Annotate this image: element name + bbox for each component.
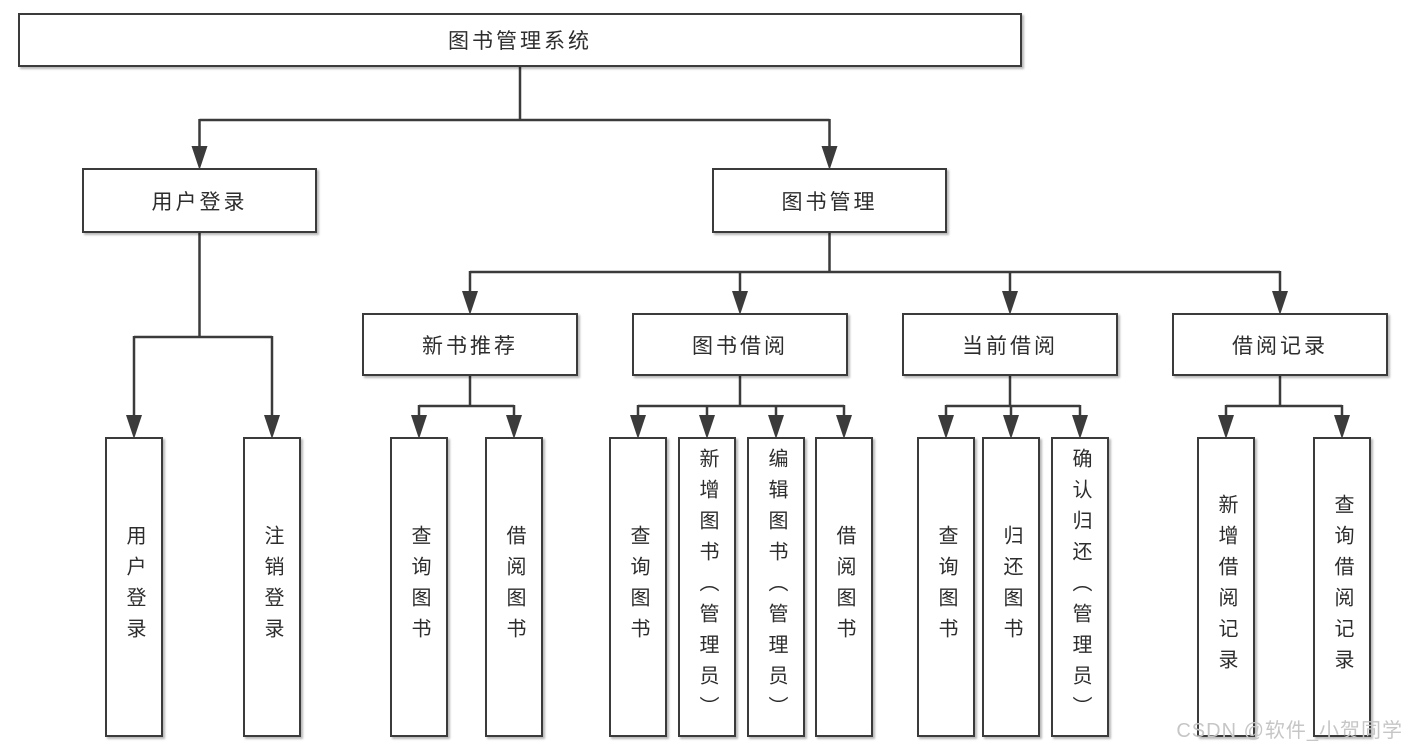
leaf-label: 借阅图书 <box>833 525 855 649</box>
node-label: 用户登录 <box>151 190 248 214</box>
arrow-icon <box>821 146 838 170</box>
node-new-book-recommend: 新书推荐 <box>362 313 578 376</box>
arrow-icon <box>462 291 478 315</box>
edge-book-borrow-to-leaves <box>636 376 846 416</box>
arrow-icon <box>126 415 142 439</box>
arrow-icon <box>699 415 715 439</box>
edge-book-mgmt-to-level3 <box>468 233 1282 293</box>
arrow-icon <box>1002 291 1018 315</box>
node-label: 图书管理系统 <box>448 30 592 53</box>
arrow-icon <box>836 415 852 439</box>
leaf-borrow-books: 借阅图书 <box>815 437 873 737</box>
node-book-borrow: 图书借阅 <box>632 313 848 376</box>
node-user-login: 用户登录 <box>82 168 317 233</box>
arrow-icon <box>1218 415 1234 439</box>
arrowheads <box>126 146 1350 439</box>
node-borrow-records: 借阅记录 <box>1172 313 1388 376</box>
leaf-label: 用户登录 <box>123 525 145 649</box>
leaf-add-borrow-record: 新增借阅记录 <box>1197 437 1255 737</box>
edge-user-login-to-leaves <box>132 233 274 416</box>
arrow-icon <box>630 415 646 439</box>
leaf-label: 借阅图书 <box>503 525 525 649</box>
node-label: 借阅记录 <box>1232 334 1328 358</box>
edge-current-borrow-to-leaves <box>944 376 1082 416</box>
arrow-icon <box>191 146 208 170</box>
leaf-logout: 注销登录 <box>243 437 301 737</box>
node-label: 当前借阅 <box>962 334 1058 358</box>
leaf-label: 注销登录 <box>261 525 283 649</box>
leaf-user-login: 用户登录 <box>105 437 163 737</box>
leaf-confirm-return-admin: 确认归还（管理员） <box>1051 437 1109 737</box>
leaf-edit-book-admin: 编辑图书（管理员） <box>747 437 805 737</box>
leaf-query-borrow-record: 查询借阅记录 <box>1313 437 1371 737</box>
arrow-icon <box>506 415 522 439</box>
leaf-label: 编辑图书（管理员） <box>765 447 787 727</box>
edge-borrow-records-to-leaves <box>1224 376 1344 416</box>
edge-new-book-rec-to-leaves <box>417 376 516 416</box>
arrow-icon <box>768 415 784 439</box>
leaf-label: 查询借阅记录 <box>1331 494 1353 680</box>
leaf-query-books-current: 查询图书 <box>917 437 975 737</box>
arrow-icon <box>411 415 427 439</box>
node-current-borrow: 当前借阅 <box>902 313 1118 376</box>
node-book-management: 图书管理 <box>712 168 947 233</box>
node-label: 新书推荐 <box>422 334 518 358</box>
leaf-add-book-admin: 新增图书（管理员） <box>678 437 736 737</box>
arrow-icon <box>1072 415 1088 439</box>
leaf-borrow-books-recommend: 借阅图书 <box>485 437 543 737</box>
leaf-return-book: 归还图书 <box>982 437 1040 737</box>
watermark: CSDN @软件_小贺同学 <box>1176 720 1403 742</box>
node-label: 图书管理 <box>781 190 878 214</box>
leaf-label: 新增图书（管理员） <box>696 447 718 727</box>
edge-root-to-level2 <box>198 67 831 148</box>
leaf-label: 查询图书 <box>408 525 430 649</box>
arrow-icon <box>732 291 748 315</box>
node-label: 图书借阅 <box>692 334 788 358</box>
leaf-label: 查询图书 <box>935 525 957 649</box>
arrow-icon <box>1334 415 1350 439</box>
arrow-icon <box>938 415 954 439</box>
leaf-label: 新增借阅记录 <box>1215 494 1237 680</box>
leaf-query-books-recommend: 查询图书 <box>390 437 448 737</box>
leaf-label: 查询图书 <box>627 525 649 649</box>
arrow-icon <box>1003 415 1019 439</box>
node-root-system: 图书管理系统 <box>18 13 1022 67</box>
leaf-query-books-borrow: 查询图书 <box>609 437 667 737</box>
leaf-label: 归还图书 <box>1000 525 1022 649</box>
arrow-icon <box>264 415 280 439</box>
arrow-icon <box>1272 291 1288 315</box>
leaf-label: 确认归还（管理员） <box>1069 447 1091 727</box>
